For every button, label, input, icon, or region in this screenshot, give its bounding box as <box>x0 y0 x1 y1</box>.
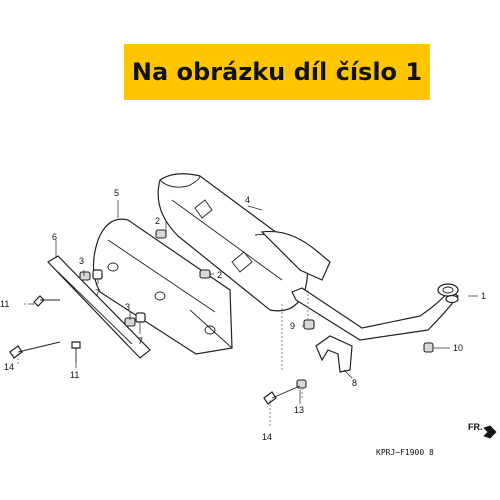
callout-5: 5 <box>114 188 119 198</box>
callout-2-lower: 2 <box>217 270 222 280</box>
forward-arrow-icon <box>483 425 497 439</box>
forward-indicator: FR. <box>468 422 497 439</box>
muffler-body <box>157 173 331 312</box>
callout-10: 10 <box>453 343 463 353</box>
callout-1: 1 <box>481 291 486 301</box>
assembly-lines <box>17 290 309 426</box>
callout-6: 6 <box>52 232 57 242</box>
callout-3-upper: 3 <box>79 256 84 266</box>
direction-label: FR. <box>468 422 483 432</box>
part-number-banner: Na obrázku díl číslo 1 <box>124 44 430 100</box>
callouts: 1 2 2 3 3 4 5 6 7 7 8 9 10 11 11 13 14 1… <box>0 188 486 442</box>
exhaust-pipe <box>291 283 459 341</box>
pipe-protector <box>315 335 353 373</box>
heat-shield <box>92 218 233 355</box>
callout-14-lower: 14 <box>262 432 272 442</box>
callout-7-lower: 7 <box>138 336 143 346</box>
leader-lines <box>30 200 478 404</box>
callout-9: 9 <box>290 321 295 331</box>
shield-gasket <box>47 255 151 359</box>
callout-8: 8 <box>352 378 357 388</box>
callout-4: 4 <box>245 195 250 205</box>
banner-text: Na obrázku díl číslo 1 <box>131 58 423 86</box>
diagram-code: KPRJ−F1900 8 <box>376 448 434 457</box>
callout-7-upper: 7 <box>95 288 100 298</box>
callout-11-left: 11 <box>0 299 9 309</box>
callout-14-left: 14 <box>4 362 14 372</box>
callout-2-upper: 2 <box>155 216 160 226</box>
callout-13: 13 <box>294 405 304 415</box>
callout-11-lower: 11 <box>70 370 79 380</box>
callout-3-lower: 3 <box>125 302 130 312</box>
